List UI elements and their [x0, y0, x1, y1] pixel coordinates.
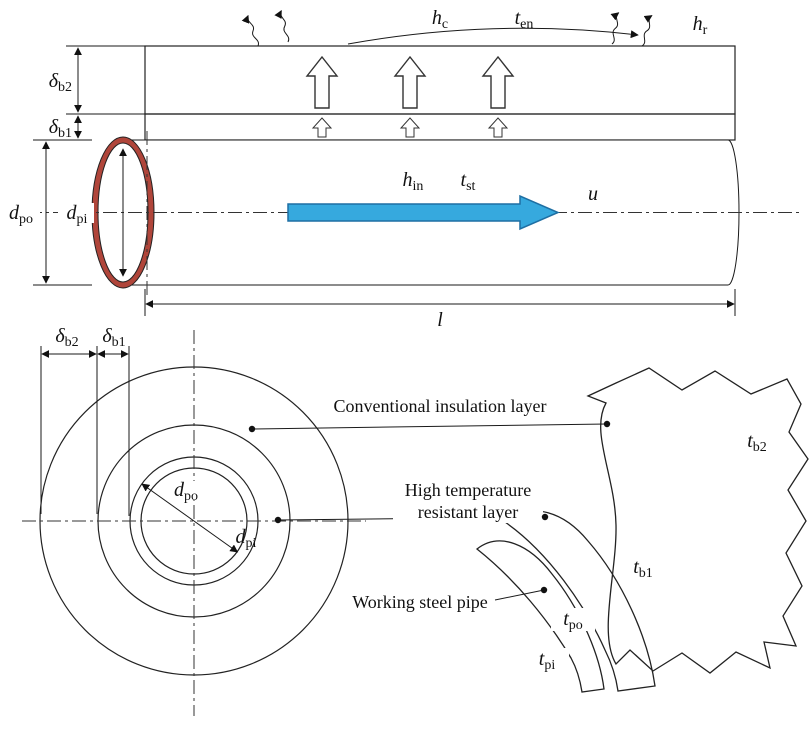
- steel-pipe-ring-ellipse: [92, 137, 154, 288]
- surface-heat-loss: [241, 9, 653, 47]
- label-bg: [551, 608, 595, 631]
- label-delta-b1: δb1: [49, 116, 72, 141]
- label-t-en: ten: [515, 7, 534, 32]
- leader-dot: [540, 586, 548, 594]
- resistant-layer-piece: [503, 510, 656, 692]
- annotation-conventional-layer: Conventional insulation layer: [334, 396, 547, 416]
- heat-flow-arrows: [305, 55, 515, 138]
- leader-dot: [248, 425, 256, 433]
- top-dimension-arrows: [42, 47, 735, 308]
- steel-pipe-piece: [475, 540, 605, 693]
- label-t-b2: tb2: [747, 430, 767, 455]
- label-d-po: dpo: [9, 202, 33, 227]
- insulation-layer-longitudinal: [144, 45, 736, 115]
- leader-line-conventional: [251, 423, 608, 430]
- heat-arrow-small-icon: [399, 117, 421, 138]
- cross-section: δb2 δb1 dpo dpi: [22, 325, 366, 716]
- radiation-wave-icon: [610, 12, 620, 45]
- dimension-diameters: [141, 483, 239, 553]
- label-h-c: hc: [432, 7, 448, 32]
- insulation-layer-piece: [586, 367, 809, 674]
- label-bg: [525, 648, 569, 671]
- label-d-po-cross: dpo: [174, 479, 198, 504]
- convection-arc-arrow: [347, 27, 639, 45]
- heat-arrow-small-icon: [311, 117, 333, 138]
- top-extension-lines: [33, 45, 736, 316]
- leader-dot: [541, 513, 549, 521]
- flow-arrow: [287, 194, 560, 231]
- label-bg: [58, 203, 94, 223]
- exploded-layers: Conventional insulation layer High tempe…: [248, 367, 809, 693]
- label-bg: [393, 479, 543, 523]
- radiation-wave-icon: [641, 15, 653, 47]
- label-d-pi: dpi: [67, 202, 88, 227]
- label-delta-b2: δb2: [49, 70, 72, 95]
- resistant-layer-longitudinal: [144, 113, 736, 141]
- label-t-po: tpo: [563, 608, 583, 633]
- label-bg: [166, 481, 206, 500]
- label-bg: [2, 203, 40, 223]
- label-h-r: hr: [693, 13, 708, 38]
- longitudinal-section: δb2 δb1 dpo dpi hc ten hr hin tst u l: [2, 7, 803, 331]
- label-delta-b1-cross: δb1: [102, 325, 125, 350]
- label-t-st: tst: [461, 169, 476, 194]
- label-bg: [621, 556, 665, 579]
- heat-arrow-icon: [305, 55, 339, 109]
- label-t-pi: tpi: [539, 648, 556, 673]
- annotation-resistant-layer-line1: High temperature: [405, 480, 531, 500]
- label-l: l: [437, 309, 443, 331]
- label-u: u: [588, 183, 598, 205]
- label-d-pi-cross: dpi: [236, 526, 257, 551]
- heat-arrow-icon: [481, 55, 515, 109]
- leader-dot: [603, 420, 611, 428]
- heat-arrow-small-icon: [487, 117, 509, 138]
- leader-line-steel: [494, 589, 545, 601]
- leader-dot: [274, 516, 282, 524]
- cross-extension-lines: [40, 346, 130, 516]
- label-delta-b2-cross: δb2: [55, 325, 78, 350]
- radiation-wave-icon: [274, 9, 290, 43]
- annotation-resistant-layer-line2: resistant layer: [418, 502, 518, 522]
- heat-arrow-icon: [393, 55, 427, 109]
- label-bg: [735, 430, 779, 453]
- label-t-b1: tb1: [633, 556, 653, 581]
- annotation-working-steel-pipe: Working steel pipe: [352, 592, 488, 612]
- radiation-wave-icon: [241, 14, 259, 47]
- label-h-in: hin: [403, 169, 424, 194]
